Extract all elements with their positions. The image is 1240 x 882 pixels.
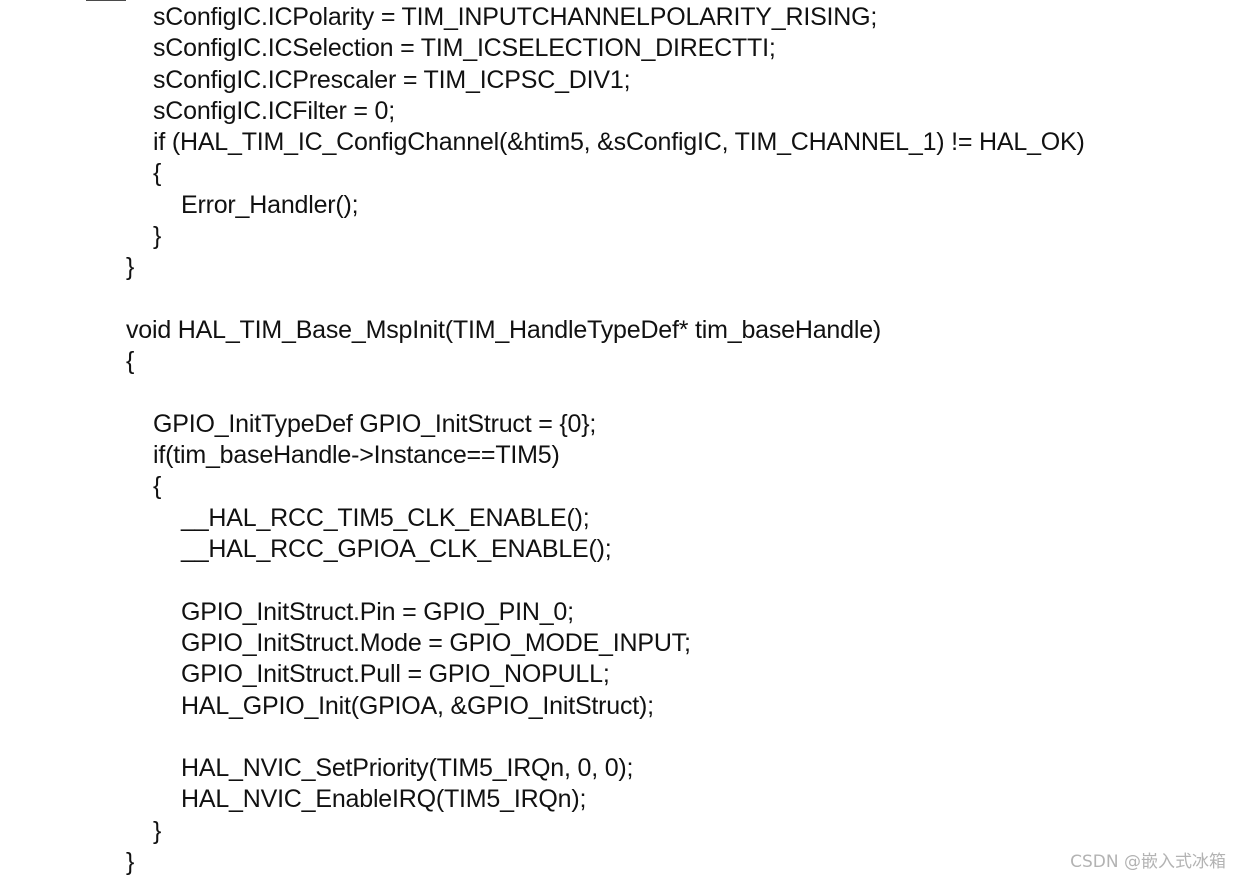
top-divider [86, 0, 126, 1]
code-line: } [126, 253, 135, 282]
code-line: { [153, 472, 162, 501]
code-line: GPIO_InitStruct.Pull = GPIO_NOPULL; [181, 660, 610, 689]
code-line: sConfigIC.ICSelection = TIM_ICSELECTION_… [153, 34, 776, 63]
code-line [0, 378, 1085, 409]
code-line: GPIO_InitStruct.Mode = GPIO_MODE_INPUT; [181, 628, 691, 657]
code-block: sConfigIC.ICPolarity = TIM_INPUTCHANNELP… [0, 2, 1085, 878]
code-line: } [126, 848, 135, 877]
code-line: GPIO_InitStruct.Pin = GPIO_PIN_0; [181, 597, 574, 626]
code-line: Error_Handler(); [181, 190, 359, 219]
code-line: if(tim_baseHandle->Instance==TIM5) [153, 441, 560, 470]
code-line: HAL_NVIC_SetPriority(TIM5_IRQn, 0, 0); [181, 754, 634, 783]
code-line [0, 565, 1085, 596]
code-line [0, 284, 1085, 315]
code-line [0, 722, 1085, 753]
code-line: { [126, 347, 135, 376]
code-line: if (HAL_TIM_IC_ConfigChannel(&htim5, &sC… [153, 128, 1085, 157]
watermark: CSDN @嵌入式冰箱 [1070, 852, 1226, 872]
code-line: sConfigIC.ICPrescaler = TIM_ICPSC_DIV1; [153, 65, 631, 94]
code-line: __HAL_RCC_GPIOA_CLK_ENABLE(); [181, 535, 612, 564]
code-line: HAL_GPIO_Init(GPIOA, &GPIO_InitStruct); [181, 691, 654, 720]
code-line: } [153, 816, 162, 845]
code-line: } [153, 222, 162, 251]
code-line: sConfigIC.ICPolarity = TIM_INPUTCHANNELP… [153, 3, 878, 31]
code-line: GPIO_InitTypeDef GPIO_InitStruct = {0}; [153, 409, 597, 438]
code-line: HAL_NVIC_EnableIRQ(TIM5_IRQn); [181, 785, 587, 814]
code-line: sConfigIC.ICFilter = 0; [153, 96, 396, 125]
code-line: __HAL_RCC_TIM5_CLK_ENABLE(); [181, 503, 590, 532]
code-line: { [153, 159, 162, 188]
code-line: void HAL_TIM_Base_MspInit(TIM_HandleType… [126, 315, 882, 344]
